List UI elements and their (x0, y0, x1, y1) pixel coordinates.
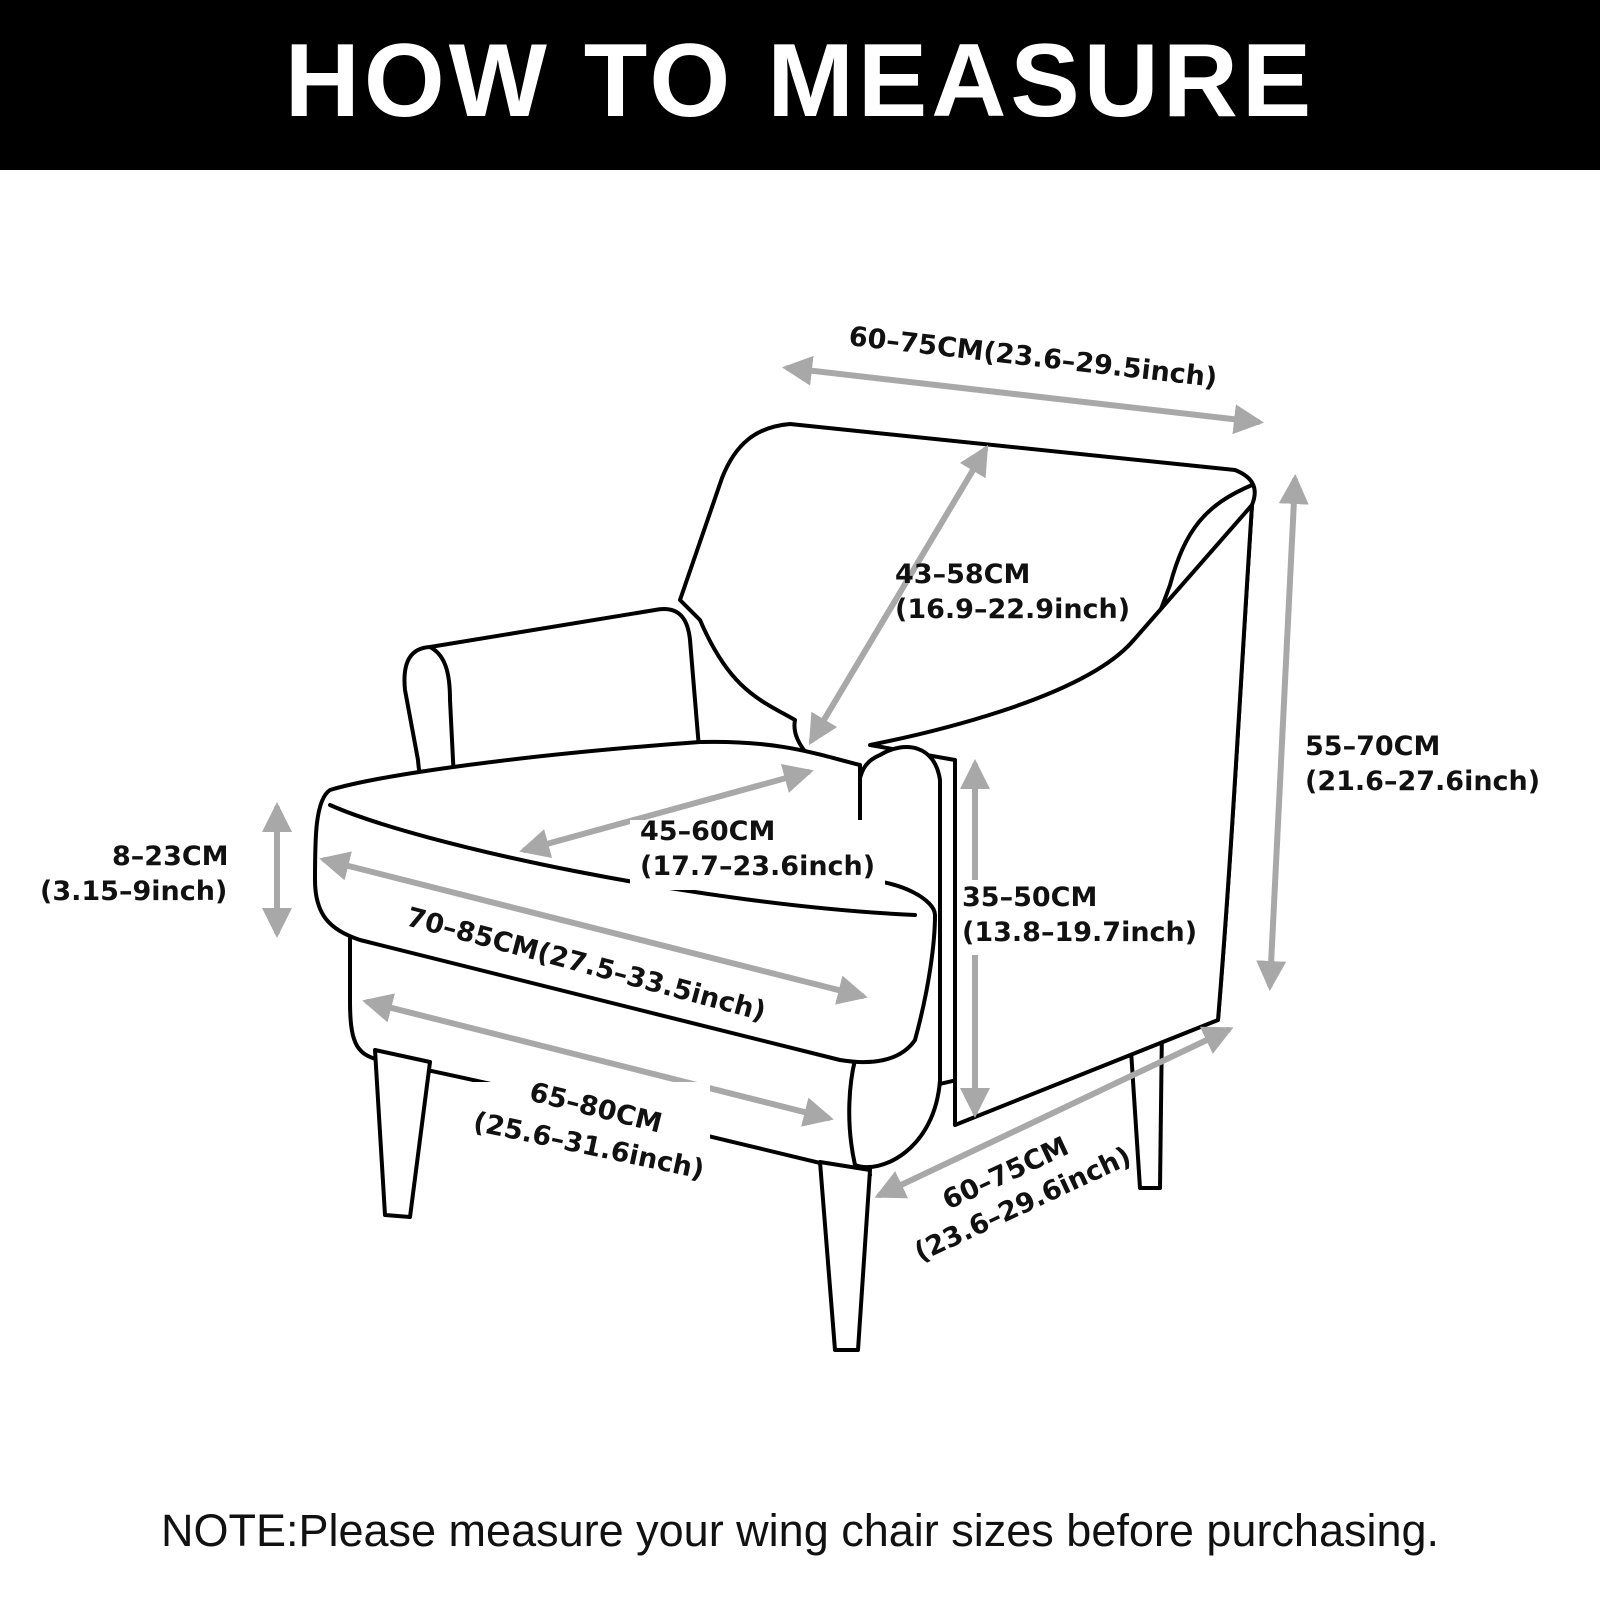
front-width-arrow (362, 993, 834, 1127)
page-title: HOW TO MEASURE (284, 23, 1316, 139)
front-right-leg (818, 1160, 872, 1352)
back-height-arrow (808, 444, 989, 746)
seat-depth-label: 45–60CM (17.7–23.6inch) (640, 816, 875, 882)
back-width-arrow (782, 355, 1264, 435)
measurement-diagram: 60–75CM(23.6–29.5inch) 43–58CM (16.9–22.… (0, 170, 1600, 1470)
measurement-arrows (262, 355, 1309, 1199)
left-arm-front (428, 645, 457, 802)
front-left-leg (373, 1048, 432, 1219)
back-height-label: 43–58CM (16.9–22.9inch) (895, 559, 1130, 625)
side-depth-arrow (874, 1026, 1234, 1199)
purchase-note: NOTE:Please measure your wing chair size… (160, 1505, 1440, 1556)
cushion-thickness-label: 8–23CM (3.15–9inch) (40, 841, 238, 907)
total-height-label: 55–70CM (21.6–27.6inch) (1305, 731, 1540, 797)
arm-height-label: 35–50CM (13.8–19.7inch) (962, 882, 1197, 948)
seat-width-arrow (319, 851, 868, 1005)
seat-depth-arrow (519, 763, 814, 859)
header-bar: HOW TO MEASURE (0, 0, 1600, 170)
total-height-arrow (1256, 474, 1309, 991)
